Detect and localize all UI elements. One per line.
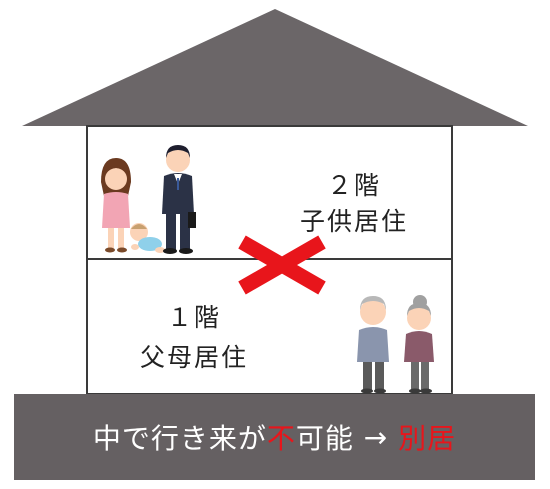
floor1-number-label: １階 [167, 303, 222, 332]
foundation-banner: 中で行き来が不可能 → 別居 [14, 394, 535, 480]
baby-figure [130, 223, 165, 253]
floor2-description: 子供居住 [300, 207, 409, 236]
grandmother-figure [404, 295, 434, 394]
banner-text-middle: 可能 [295, 422, 354, 455]
roof [22, 9, 528, 126]
elderly-couple-figures [357, 295, 434, 394]
banner-arrow: → [353, 420, 399, 454]
grandfather-figure [357, 296, 389, 394]
red-cross-icon [238, 235, 326, 295]
mother-figure [101, 158, 131, 253]
banner-text-result: 別居 [398, 422, 457, 455]
floor1-description: 父母居住 [140, 343, 249, 372]
young-family-figures [101, 145, 196, 254]
father-figure [162, 145, 196, 254]
banner-text-highlight: 不 [266, 422, 296, 455]
floor2-number-label: ２階 [327, 171, 382, 200]
banner-text-before: 中で行き来が [92, 422, 267, 455]
